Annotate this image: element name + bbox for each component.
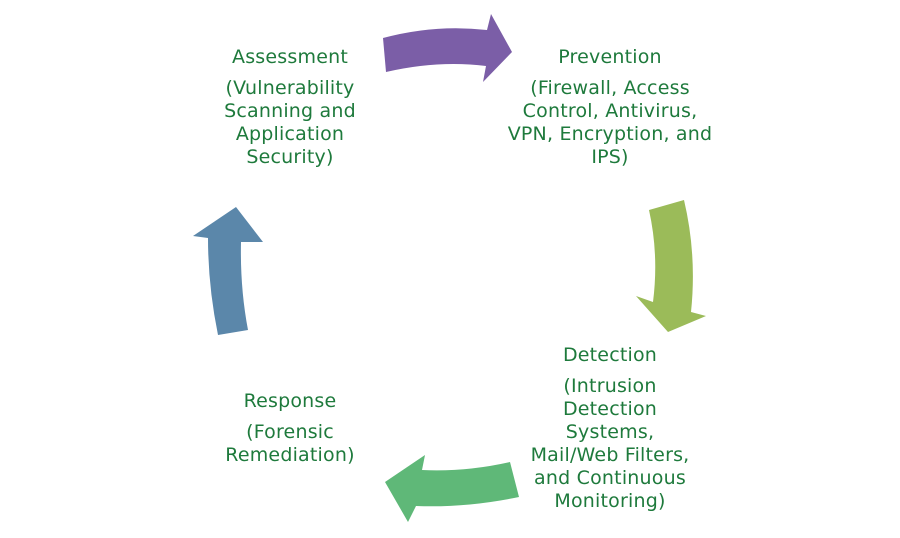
- stage-prevention: Prevention (Firewall, Access Control, An…: [500, 46, 720, 169]
- arrow-prevention-to-detection: [636, 200, 706, 332]
- stage-title-response: Response: [243, 390, 337, 412]
- stage-detail-assessment: (Vulnerability Scanning and Application …: [224, 77, 356, 168]
- stage-assessment: Assessment (Vulnerability Scanning and A…: [200, 46, 380, 169]
- stage-detail-detection: (Intrusion Detection Systems, Mail/Web F…: [530, 375, 690, 512]
- stage-title-prevention: Prevention: [558, 46, 662, 68]
- stage-title-assessment: Assessment: [232, 46, 348, 68]
- arrow-assessment-to-prevention: [383, 14, 512, 82]
- arrow-detection-to-response: [385, 455, 519, 522]
- stage-detail-prevention: (Firewall, Access Control, Antivirus, VP…: [507, 77, 713, 168]
- stage-response: Response (Forensic Remediation): [200, 390, 380, 467]
- stage-title-detection: Detection: [562, 344, 658, 366]
- stage-detection: Detection (Intrusion Detection Systems, …: [520, 344, 700, 513]
- arrow-response-to-assessment: [193, 207, 263, 335]
- stage-detail-response: (Forensic Remediation): [225, 421, 355, 466]
